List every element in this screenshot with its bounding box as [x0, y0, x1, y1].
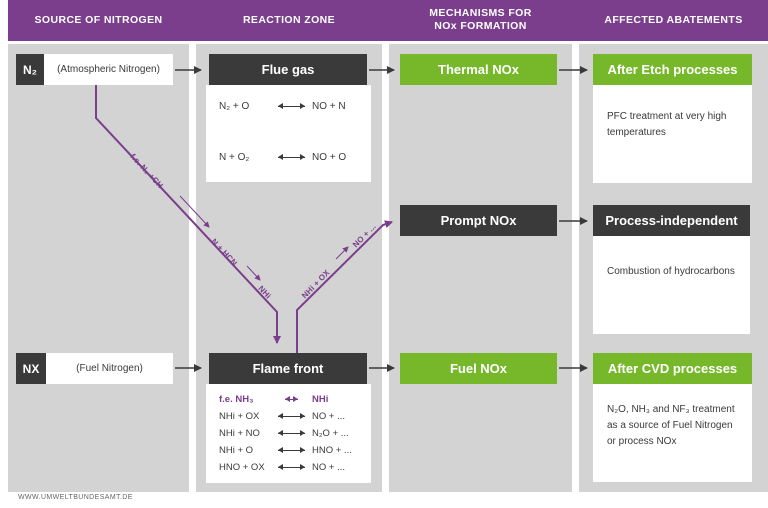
- equilibrium-arrow-icon: [278, 154, 305, 160]
- independent-body-box: Combustion of hydrocarbons: [593, 236, 750, 334]
- reaction-left: NHi + NO: [219, 428, 260, 439]
- etch-body-box: PFC treatment at very high temperatures: [593, 85, 752, 183]
- process-independent-box: Process-independent: [593, 205, 750, 236]
- reaction-left: NHi + O: [219, 445, 254, 456]
- flue-gas-box: Flue gas: [209, 54, 367, 85]
- atmospheric-nitrogen-box: (Atmospheric Nitrogen): [44, 54, 173, 85]
- header-mechanisms: MECHANISMS FOR NOx FORMATION: [389, 7, 572, 33]
- reaction-left: NHi + OX: [219, 411, 260, 422]
- reaction-right: NO + ...: [312, 411, 345, 422]
- flame-front-box: Flame front: [209, 353, 367, 384]
- equilibrium-arrow-icon: [278, 430, 305, 436]
- n2-tag-box: N₂: [16, 54, 44, 85]
- equilibrium-arrow-icon: [278, 464, 305, 470]
- fuel-nitrogen-box: (Fuel Nitrogen): [46, 353, 173, 384]
- column-source-of-nitrogen: [8, 44, 189, 492]
- reaction-row: NHi + O HNO + ...: [206, 442, 371, 459]
- column-mechanisms: [389, 44, 572, 492]
- after-cvd-box: After CVD processes: [593, 353, 752, 384]
- header-affected-abatements: AFFECTED ABATEMENTS: [604, 14, 743, 26]
- independent-body-text: Combustion of hydrocarbons: [607, 266, 735, 277]
- thermal-nox-box: Thermal NOx: [400, 54, 557, 85]
- cvd-body-box: N₂O, NH₃ and NF₃ treatment as a source o…: [593, 384, 752, 482]
- reaction-right: HNO + ...: [312, 445, 352, 456]
- header-mechanisms-line2: NOx FORMATION: [434, 20, 527, 32]
- reaction-right: NHi: [312, 394, 329, 405]
- equilibrium-arrow-icon: [278, 447, 305, 453]
- cvd-body-text: N₂O, NH₃ and NF₃ treatment as a source o…: [607, 404, 735, 447]
- reaction-right: NO + O: [312, 152, 347, 163]
- etch-body-text: PFC treatment at very high temperatures: [607, 111, 727, 138]
- reaction-row: NHi + NO N₂O + ...: [206, 425, 371, 442]
- reaction-row: HNO + OX NO + ...: [206, 459, 371, 476]
- reaction-right: NO + N: [312, 101, 346, 112]
- header-mechanisms-line1: MECHANISMS FOR: [429, 7, 532, 19]
- fuel-nox-box: Fuel NOx: [400, 353, 557, 384]
- flue-gas-reactions-box: N₂ + O NO + N N + O₂ NO + O: [206, 85, 371, 182]
- reaction-row: N + O₂ NO + O: [206, 152, 371, 163]
- header-source-of-nitrogen: SOURCE OF NITROGEN: [34, 14, 163, 26]
- equilibrium-arrow-icon: [278, 103, 305, 109]
- reaction-right: N₂O + ...: [312, 428, 349, 439]
- flame-front-reactions-box: f.e. NH₃ NHi NHi + OX NO + ... NHi + NO …: [206, 384, 371, 483]
- reaction-row: NHi + OX NO + ...: [206, 408, 371, 425]
- reaction-row: f.e. NH₃ NHi: [206, 391, 371, 408]
- reaction-left: HNO + OX: [219, 462, 265, 473]
- reaction-left: N₂ + O: [219, 101, 250, 112]
- nx-tag-box: NX: [16, 353, 46, 384]
- header-bar: [8, 0, 768, 41]
- footer-url: WWW.UMWELTBUNDESAMT.DE: [18, 494, 133, 501]
- equilibrium-arrow-icon: [285, 396, 298, 402]
- after-etch-box: After Etch processes: [593, 54, 752, 85]
- header-reaction-zone: REACTION ZONE: [242, 14, 336, 26]
- prompt-nox-box: Prompt NOx: [400, 205, 557, 236]
- reaction-right: NO + ...: [312, 462, 345, 473]
- reaction-left: N + O₂: [219, 152, 250, 163]
- equilibrium-arrow-icon: [278, 413, 305, 419]
- reaction-left: f.e. NH₃: [219, 394, 254, 405]
- reaction-row: N₂ + O NO + N: [206, 101, 371, 112]
